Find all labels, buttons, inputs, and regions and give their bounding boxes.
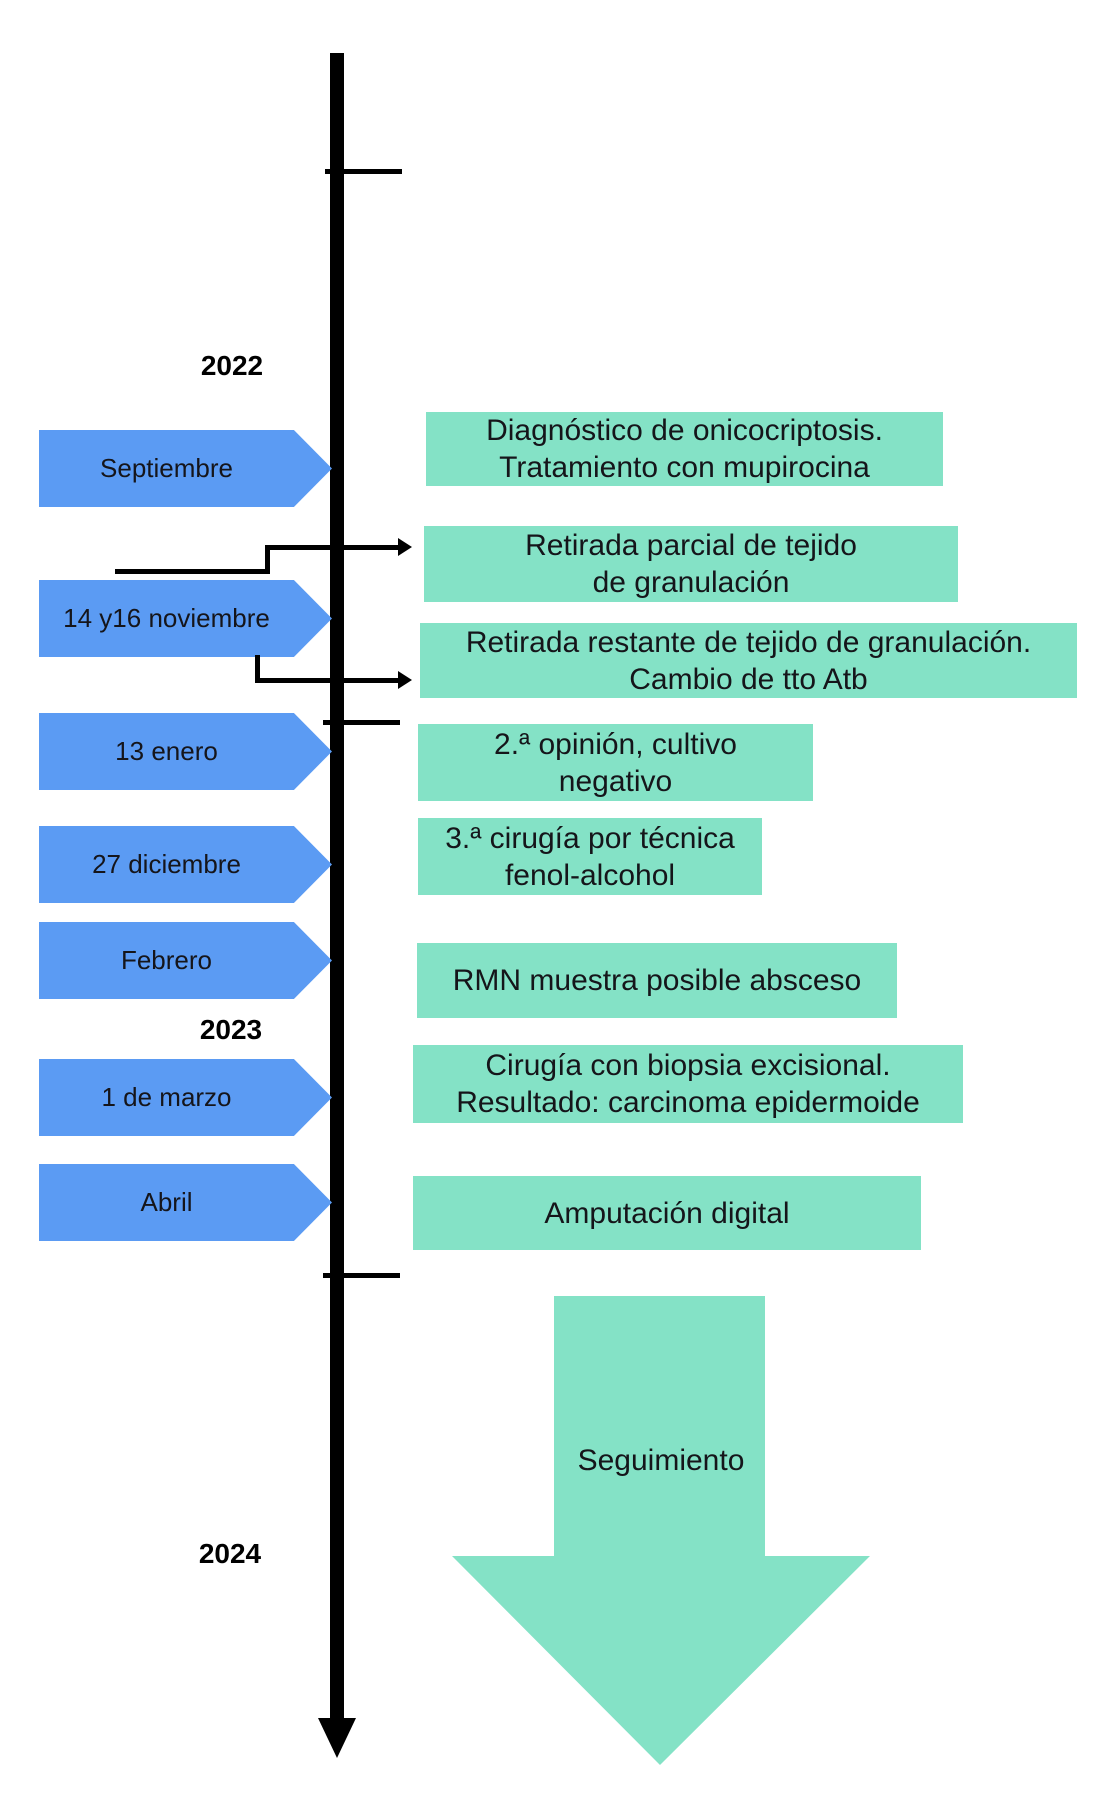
date-flag-27-diciembre: 27 diciembre [39,826,332,903]
followup-arrow: Seguimiento [452,1296,870,1765]
event-box-retirada-parcial: Retirada parcial de tejido de granulació… [424,526,958,602]
date-flag-1-de-marzo: 1 de marzo [39,1059,332,1136]
year-tick-2024 [323,1273,400,1278]
timeline-end-arrow-icon [318,1718,356,1758]
date-flag-14-y-16-noviembre: 14 y16 noviembre [39,580,332,657]
date-flag-febrero: Febrero [39,922,332,999]
event-box-retirada-restante: Retirada restante de tejido de granulaci… [420,623,1077,698]
connector-restante-arrow-icon [398,671,412,689]
year-tick-2023 [323,720,400,725]
connector-parcial-arrow-icon [398,538,412,556]
connector-restante-segment [255,655,260,683]
date-flag-label: Abril [140,1187,193,1217]
year-label-2024: 2024 [198,1538,262,1569]
event-box-rmn-absceso: RMN muestra posible absceso [417,943,897,1018]
year-label-2022: 2022 [200,350,264,381]
event-box-amputacion: Amputación digital [413,1176,921,1250]
date-flag-label: 13 enero [115,736,218,766]
date-flag-label: 1 de marzo [101,1082,232,1112]
date-flag-septiembre: Septiembre [39,430,332,507]
year-tick-2022 [325,169,402,174]
date-flag-label: 27 diciembre [92,849,241,879]
year-label-2023: 2023 [199,1014,263,1045]
event-box-segunda-opinion: 2.ª opinión, cultivo negativo [418,724,813,801]
event-box-biopsia-excisional: Cirugía con biopsia excisional. Resultad… [413,1045,963,1123]
event-box-tercera-cirugia: 3.ª cirugía por técnica fenol-alcohol [418,818,762,895]
date-flag-label: Septiembre [100,453,233,483]
connector-parcial-segment [115,569,270,574]
followup-label: Seguimiento [577,1444,745,1477]
date-flag-label: 14 y16 noviembre [63,603,270,633]
event-box-diagnostico: Diagnóstico de onicocriptosis. Tratamien… [426,412,943,486]
connector-parcial-segment [265,545,398,550]
date-flag-label: Febrero [120,945,213,975]
connector-restante-segment [255,678,398,683]
timeline-spine [330,53,344,1718]
connector-parcial-segment [265,545,270,574]
date-flag-abril: Abril [39,1164,332,1241]
date-flag-13-enero: 13 enero [39,713,332,790]
